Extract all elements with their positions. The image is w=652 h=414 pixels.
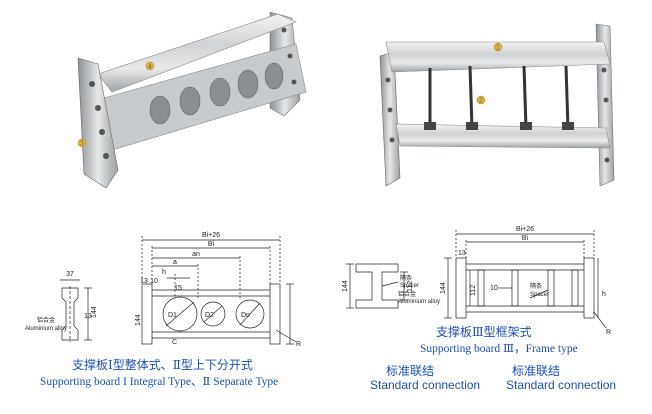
front3-dim-144: 144 xyxy=(440,282,447,294)
photo-integral-type: 4 3 xyxy=(77,11,307,189)
front-dim-r: R xyxy=(296,341,301,348)
front3-dim-13: 13 xyxy=(458,250,466,257)
side3-material-cn: 铝合金 xyxy=(398,290,416,298)
side-material-cn: 铝合金 xyxy=(37,316,55,324)
std-connection-cn-1: 标准联结 xyxy=(386,364,435,378)
side3-dim-112: 112 xyxy=(407,281,414,292)
front3-spacer-en: Spacer xyxy=(530,292,549,298)
std-connection-en-2: Standard connection xyxy=(506,378,617,392)
front-dim-bi26: Bi+26 xyxy=(202,232,220,239)
side3-spacer-cn: 隔条 xyxy=(400,274,412,282)
front3-dim-bi26: Bi+26 xyxy=(516,226,534,233)
callout-2: 2 xyxy=(479,98,483,105)
front-dim-h: h xyxy=(162,269,166,276)
std-connection-cn-2: 标准联结 xyxy=(512,364,561,378)
front-hole-dn: Dn xyxy=(241,312,250,319)
side3-material-en: Aluminium alloy xyxy=(398,299,440,305)
drawing-frame-front xyxy=(444,230,607,329)
side-dim-37: 37 xyxy=(66,271,74,278)
side-dim-13: 13 xyxy=(84,313,92,320)
front3-dim-10: 10 xyxy=(490,285,498,292)
front-dim-an: an xyxy=(192,251,200,258)
front-dim-a: a xyxy=(173,259,177,266)
front-hole-d2: D2 xyxy=(205,312,214,319)
drawing-integral-front xyxy=(141,236,297,345)
callout-1: 1 xyxy=(496,45,500,52)
front-dim-15: 15 xyxy=(174,285,182,292)
callout-4: 4 xyxy=(148,64,152,71)
front-hole-d1: D1 xyxy=(168,312,177,319)
front3-dim-bi: Bi xyxy=(522,235,529,242)
std-connection-en-1: Standard connection xyxy=(370,378,481,392)
callout-3-marker xyxy=(77,138,87,148)
front-dim-bi: Bi xyxy=(208,241,215,248)
callout-1-marker xyxy=(493,42,503,52)
drawing-frame-side xyxy=(346,263,408,309)
caption-frame-cn: 支撑板Ⅲ型框架式 xyxy=(436,325,532,339)
callout-4-marker xyxy=(145,61,155,71)
callout-3: 3 xyxy=(80,141,84,148)
front3-dim-112: 112 xyxy=(470,285,477,296)
photo-frame-type: 1 2 xyxy=(379,23,615,187)
front-dim-10: 10 xyxy=(150,278,158,285)
side-dim-144: 144 xyxy=(91,306,98,318)
caption-integral-cn: 支撑板Ⅰ型整体式、Ⅱ型上下分开式 xyxy=(72,358,253,372)
drawing-integral-side xyxy=(60,279,92,342)
side-material-en: Aluminium alloy xyxy=(25,326,67,332)
front-dim-144: 144 xyxy=(135,314,142,326)
caption-frame-en: Supporting board Ⅲ，Frame type xyxy=(420,343,578,355)
front-dim-13: 13 xyxy=(140,278,148,285)
caption-integral-en: Supporting board I Integral Type、Ⅱ Separ… xyxy=(40,376,279,388)
front3-spacer-cn: 隔条 xyxy=(530,282,542,290)
front3-dim-r: R xyxy=(606,329,611,336)
callout-2-marker xyxy=(476,95,486,105)
front3-dim-h: h xyxy=(602,291,606,298)
front-dim-c: C xyxy=(172,339,177,346)
side3-dim-144: 144 xyxy=(342,280,349,292)
side3-spacer-en: Spacer xyxy=(400,283,419,289)
